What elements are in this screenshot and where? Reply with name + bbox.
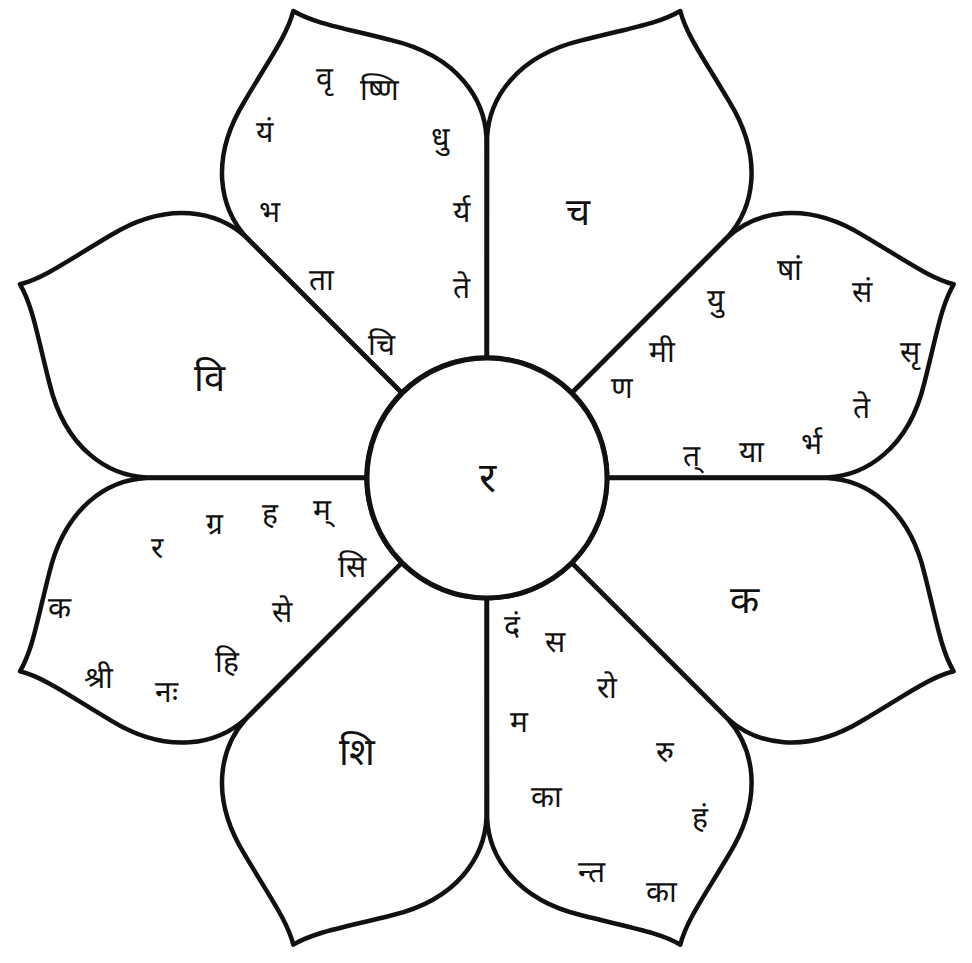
syllable: ते	[453, 273, 470, 303]
syllable: या	[739, 437, 764, 467]
lotus-petal: वि	[16, 209, 406, 482]
syllable: भ	[259, 197, 280, 227]
lotus-petal: च	[483, 7, 756, 397]
central-syllable: वि	[194, 359, 225, 397]
syllable: धु	[431, 123, 449, 153]
syllable: ते	[853, 393, 870, 423]
syllable: रो	[597, 673, 617, 703]
syllable: क	[48, 593, 71, 623]
syllable: ष्णि	[360, 75, 399, 105]
petal-outline	[222, 563, 487, 945]
syllable: सं	[852, 277, 872, 307]
syllable: नः	[155, 677, 178, 707]
syllable: सृ	[900, 337, 920, 367]
petal-outline	[483, 559, 756, 949]
petal-outline	[487, 11, 752, 393]
syllable: त्	[683, 441, 700, 471]
petal-outline	[20, 213, 402, 478]
syllable: चि	[368, 330, 395, 360]
lotus-petal: क	[568, 474, 958, 747]
syllable: षां	[777, 255, 802, 285]
petal-outline	[487, 563, 752, 945]
syllable: दं	[504, 611, 520, 641]
central-syllable: च	[566, 193, 590, 231]
syllable: वृ	[316, 63, 333, 93]
lotus-petal: ण मी यु षां सं सृ ते र्भ या त्	[568, 209, 958, 482]
syllable: से	[272, 597, 292, 627]
lotus-petal: वृ ष्णि धु र्य ते चि ता भ यं	[218, 7, 491, 397]
center-circle: र	[362, 353, 612, 603]
syllable: हि	[215, 647, 239, 677]
syllable: म	[510, 707, 528, 737]
lotus-petal: शि	[218, 559, 491, 949]
syllable: श्री	[84, 663, 113, 693]
syllable: र्भ	[801, 429, 822, 459]
syllable: मी	[649, 337, 675, 367]
central-syllable: र	[479, 457, 496, 499]
syllable: रु	[656, 737, 674, 767]
petal-outline	[572, 478, 954, 743]
central-syllable: क	[730, 581, 759, 619]
petal-outline	[572, 213, 954, 478]
syllable: यं	[256, 117, 273, 147]
syllable: र	[151, 533, 163, 563]
syllable: म्	[313, 495, 331, 525]
syllable: ग्र	[206, 509, 223, 539]
petal-outline	[222, 11, 487, 393]
syllable: ता	[309, 265, 334, 295]
lotus-petal: दं स रो रु हं का न्त का म	[483, 559, 756, 949]
syllable: का	[531, 782, 562, 812]
petal-outline	[20, 478, 402, 743]
petal-outline	[218, 7, 491, 397]
circle-outline	[367, 358, 607, 598]
syllable: सि	[338, 552, 366, 582]
syllable: का	[646, 877, 677, 907]
syllable: न्त	[578, 857, 605, 887]
petal-outline	[16, 209, 406, 482]
syllable: ण	[611, 373, 633, 403]
petal-outline	[483, 7, 756, 397]
petal-outline	[568, 474, 958, 747]
syllable: र्य	[453, 197, 470, 227]
syllable: ह	[262, 499, 278, 529]
syllable: स	[545, 627, 565, 657]
syllable: यु	[707, 285, 724, 315]
syllable: हं	[692, 803, 708, 833]
lotus-petal: म् ह ग्र र क श्री नः हि से सि	[16, 474, 406, 747]
central-syllable: शि	[339, 733, 375, 771]
